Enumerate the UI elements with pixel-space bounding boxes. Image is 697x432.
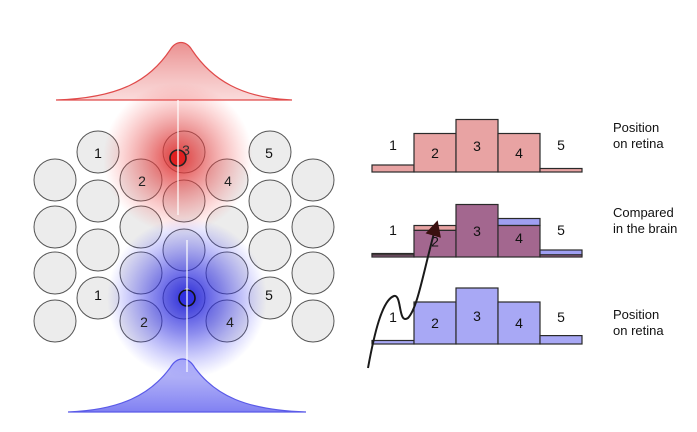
middle-bar-overlap-4 — [497, 224, 541, 258]
cone-cell-r1-c3 — [291, 158, 335, 202]
middle-bar-top-4 — [497, 217, 541, 227]
top-bar-5 — [539, 167, 583, 173]
eye-movement-arrow — [367, 220, 441, 369]
cone-cell-r4-c0 — [76, 228, 120, 272]
middle-bar-overlap-5 — [539, 254, 583, 258]
histogram-top: 1 2 3 4 5 — [371, 118, 583, 173]
bottom-bin-label-3: 3 — [473, 308, 481, 324]
caption-top-line-1: Position — [613, 120, 660, 135]
top-bin-label-2: 2 — [431, 145, 439, 161]
top-bar-3 — [455, 118, 499, 173]
bottom-bar-1 — [371, 339, 415, 345]
cone-cell-r7-c3 — [291, 299, 335, 343]
red-cone-label-5: 5 — [265, 145, 273, 161]
top-bar-2 — [413, 132, 457, 173]
blue-cone-label-4: 4 — [226, 314, 234, 330]
bottom-bin-label-1: 1 — [389, 309, 397, 325]
middle-bin-label-4: 4 — [515, 230, 523, 246]
middle-bin-label-5: 5 — [557, 222, 565, 238]
middle-bin-label-1: 1 — [389, 222, 397, 238]
cone-cell-r7-c0 — [33, 299, 77, 343]
middle-bar-top-5 — [539, 249, 583, 256]
caption-bottom: Position on retina — [613, 307, 664, 339]
top-bar-1 — [371, 164, 415, 173]
bottom-bar-5 — [539, 335, 583, 345]
top-bar-4 — [497, 132, 541, 173]
middle-bar-overlap-3 — [455, 203, 499, 258]
cone-cell-r5-c0 — [33, 251, 77, 295]
top-bin-label-5: 5 — [557, 137, 565, 153]
red-distribution-curve — [55, 41, 293, 101]
bottom-bin-label-2: 2 — [431, 315, 439, 331]
bottom-bin-label-4: 4 — [515, 315, 523, 331]
caption-middle: Compared in the brain — [613, 205, 677, 237]
bottom-bar-3 — [455, 287, 499, 345]
top-bin-label-1: 1 — [389, 137, 397, 153]
middle-bin-label-2: 2 — [431, 233, 439, 249]
red-cone-label-4: 4 — [224, 173, 232, 189]
red-cone-label-3: 3 — [182, 142, 190, 158]
caption-top-line-2: on retina — [613, 136, 664, 151]
histogram-bottom: 1 2 3 4 5 — [371, 287, 583, 345]
blue-cone-label-5: 5 — [265, 287, 273, 303]
caption-top: Position on retina — [613, 120, 664, 152]
blue-cone-label-2: 2 — [140, 314, 148, 330]
cone-cell-r2-c2 — [248, 179, 292, 223]
top-bin-label-3: 3 — [473, 138, 481, 154]
caption-middle-line-2: in the brain — [613, 221, 678, 236]
caption-middle-line-1: Compared — [613, 205, 674, 220]
cone-labels: 1 2 3 4 5 1 2 3 4 5 — [94, 142, 273, 330]
top-bin-label-4: 4 — [515, 145, 523, 161]
caption-bottom-line-1: Position — [613, 307, 660, 322]
cone-cell-r1-c0 — [33, 158, 77, 202]
cone-cell-r3-c0 — [33, 205, 77, 249]
red-cone-label-1: 1 — [94, 145, 102, 161]
bottom-bin-label-5: 5 — [557, 309, 565, 325]
cone-cell-r3-c3 — [291, 205, 335, 249]
bottom-bar-4 — [497, 301, 541, 345]
blue-cone-label-1: 1 — [94, 287, 102, 303]
middle-bin-label-3: 3 — [473, 223, 481, 239]
histogram-middle: 1 2 3 4 5 — [371, 203, 583, 258]
caption-bottom-line-2: on retina — [613, 323, 664, 338]
middle-bar-overlap-1 — [371, 254, 415, 258]
red-cone-label-2: 2 — [138, 173, 146, 189]
cone-cell-r5-c3 — [291, 251, 335, 295]
